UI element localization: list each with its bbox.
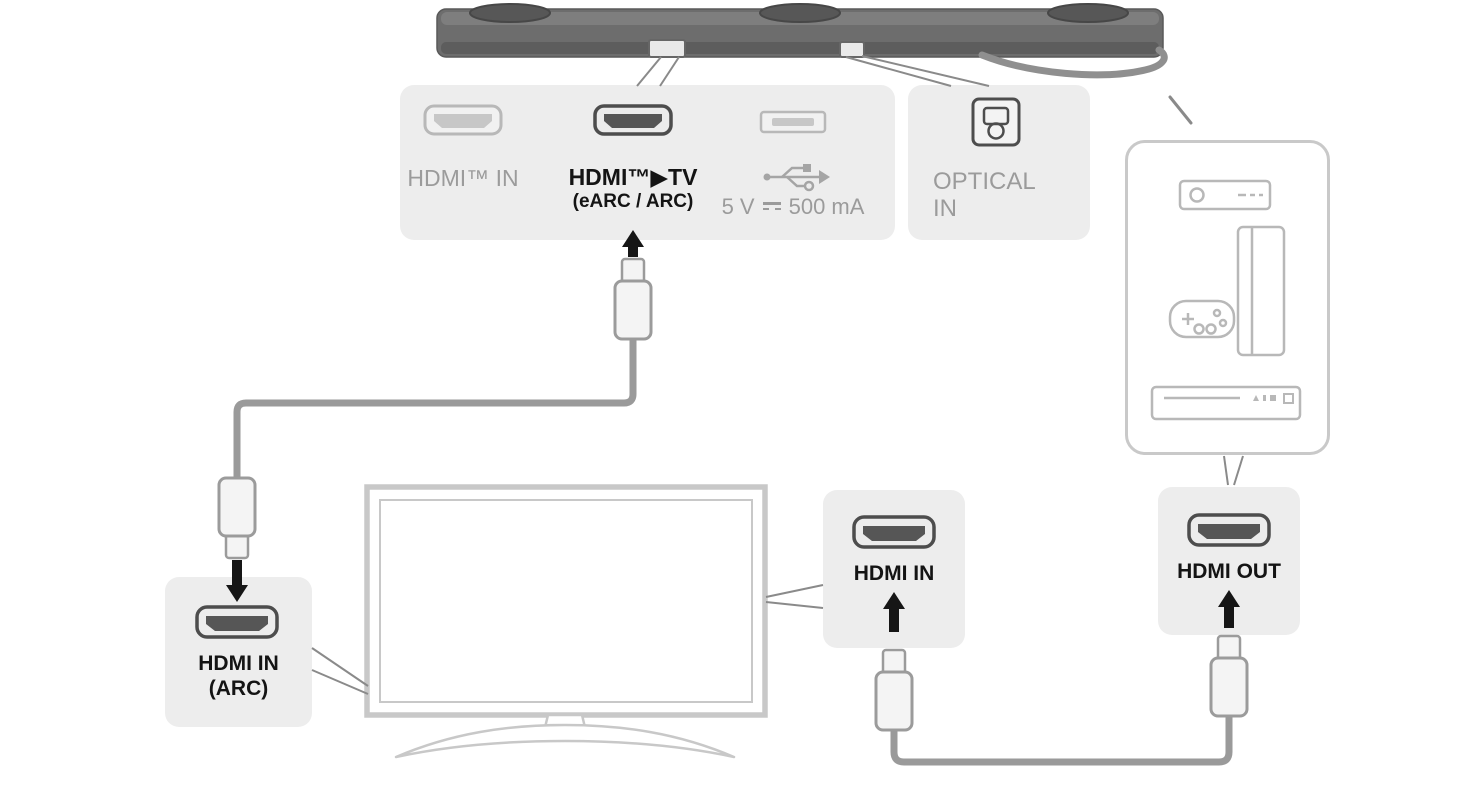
optical-port-graphic bbox=[971, 97, 1021, 147]
tv-stand-neck bbox=[540, 713, 590, 742]
hdmi-in-port-label: HDMI™ IN bbox=[407, 165, 519, 191]
callout-line-tv-right bbox=[765, 601, 824, 609]
hdmi-plug-down-tv-arc bbox=[217, 476, 257, 560]
callout-line-tv-right bbox=[765, 584, 824, 598]
callout-line-hdmi bbox=[636, 56, 662, 87]
power-cord-tail bbox=[1168, 95, 1193, 125]
disc-player-icon bbox=[1150, 385, 1302, 421]
tv-hdmi-in-port-graphic bbox=[852, 515, 936, 549]
tv-stand-base bbox=[394, 723, 736, 759]
callout-line-optical bbox=[861, 55, 990, 87]
callout-line-devices bbox=[1233, 455, 1244, 486]
callout-line-devices bbox=[1223, 455, 1229, 486]
device-hdmi-out-callout: HDMI OUT bbox=[1158, 487, 1300, 635]
dc-current-icon bbox=[761, 199, 783, 214]
device-hdmi-out-port-graphic bbox=[1187, 513, 1271, 547]
optical-label-line1: OPTICAL bbox=[933, 168, 1036, 195]
hdmi-tv-port-icon bbox=[593, 104, 673, 136]
usb-port-icon bbox=[759, 110, 827, 134]
tv-arc-callout: HDMI IN (ARC) bbox=[165, 577, 312, 727]
hdmi-plug-up-soundbar bbox=[613, 257, 653, 341]
tv-hdmi-in-label: HDMI IN bbox=[853, 562, 935, 585]
hdmi-plug-up-tv-in bbox=[874, 648, 914, 732]
soundbar-ports-callout: HDMI™ IN HDMI™▶TV (eARC / ARC) 5 V 500 m… bbox=[400, 85, 895, 240]
hdmi-plug-up-device-out bbox=[1209, 634, 1249, 718]
hdmi-cable-device-tv bbox=[890, 712, 1233, 766]
soundbar-optical-socket bbox=[839, 41, 865, 58]
hdmi-tv-port-sublabel: (eARC / ARC) bbox=[572, 191, 694, 212]
soundbar-hdmi-socket bbox=[648, 39, 686, 58]
usb-port-label: 5 V 500 mA bbox=[698, 195, 888, 219]
usb-icon bbox=[763, 164, 830, 192]
tv-arc-label-line2: (ARC) bbox=[208, 677, 269, 700]
device-hdmi-out-label: HDMI OUT bbox=[1177, 560, 1281, 583]
optical-port-icon bbox=[971, 97, 1021, 147]
hdmi-cable-soundbar-tv bbox=[233, 334, 637, 482]
game-console-icon bbox=[1168, 225, 1286, 357]
hdmi-port-icon bbox=[852, 515, 936, 549]
callout-line-tv-left bbox=[311, 647, 369, 687]
soundbar-ports-icons bbox=[423, 104, 830, 192]
tv-arc-label-line1: HDMI IN bbox=[198, 652, 279, 675]
usb-label-prefix: 5 V bbox=[721, 194, 755, 219]
optical-in-callout: OPTICAL IN bbox=[908, 85, 1090, 240]
callout-line-tv-left bbox=[311, 669, 369, 695]
soundbar-foot bbox=[1047, 3, 1129, 23]
tv-illustration bbox=[364, 484, 768, 759]
hdmi-in-port-icon bbox=[423, 104, 503, 136]
power-cord bbox=[978, 46, 1168, 79]
hdmi-tv-port-label: HDMI™▶TV bbox=[568, 164, 698, 190]
tv-arc-port-graphic bbox=[195, 605, 279, 639]
tv-hdmi-in-callout: HDMI IN bbox=[823, 490, 965, 648]
usb-label-suffix: 500 mA bbox=[788, 194, 865, 219]
set-top-box-icon bbox=[1178, 179, 1272, 211]
hdmi-port-icon bbox=[1187, 513, 1271, 547]
external-devices-icons bbox=[1150, 179, 1302, 421]
callout-line-optical bbox=[845, 56, 952, 87]
optical-label-line2: IN bbox=[933, 195, 957, 222]
soundbar-foot bbox=[759, 3, 841, 23]
callout-line-hdmi bbox=[659, 56, 680, 87]
hdmi-port-icon bbox=[195, 605, 279, 639]
external-devices-box bbox=[1125, 140, 1330, 455]
soundbar-foot bbox=[469, 3, 551, 23]
